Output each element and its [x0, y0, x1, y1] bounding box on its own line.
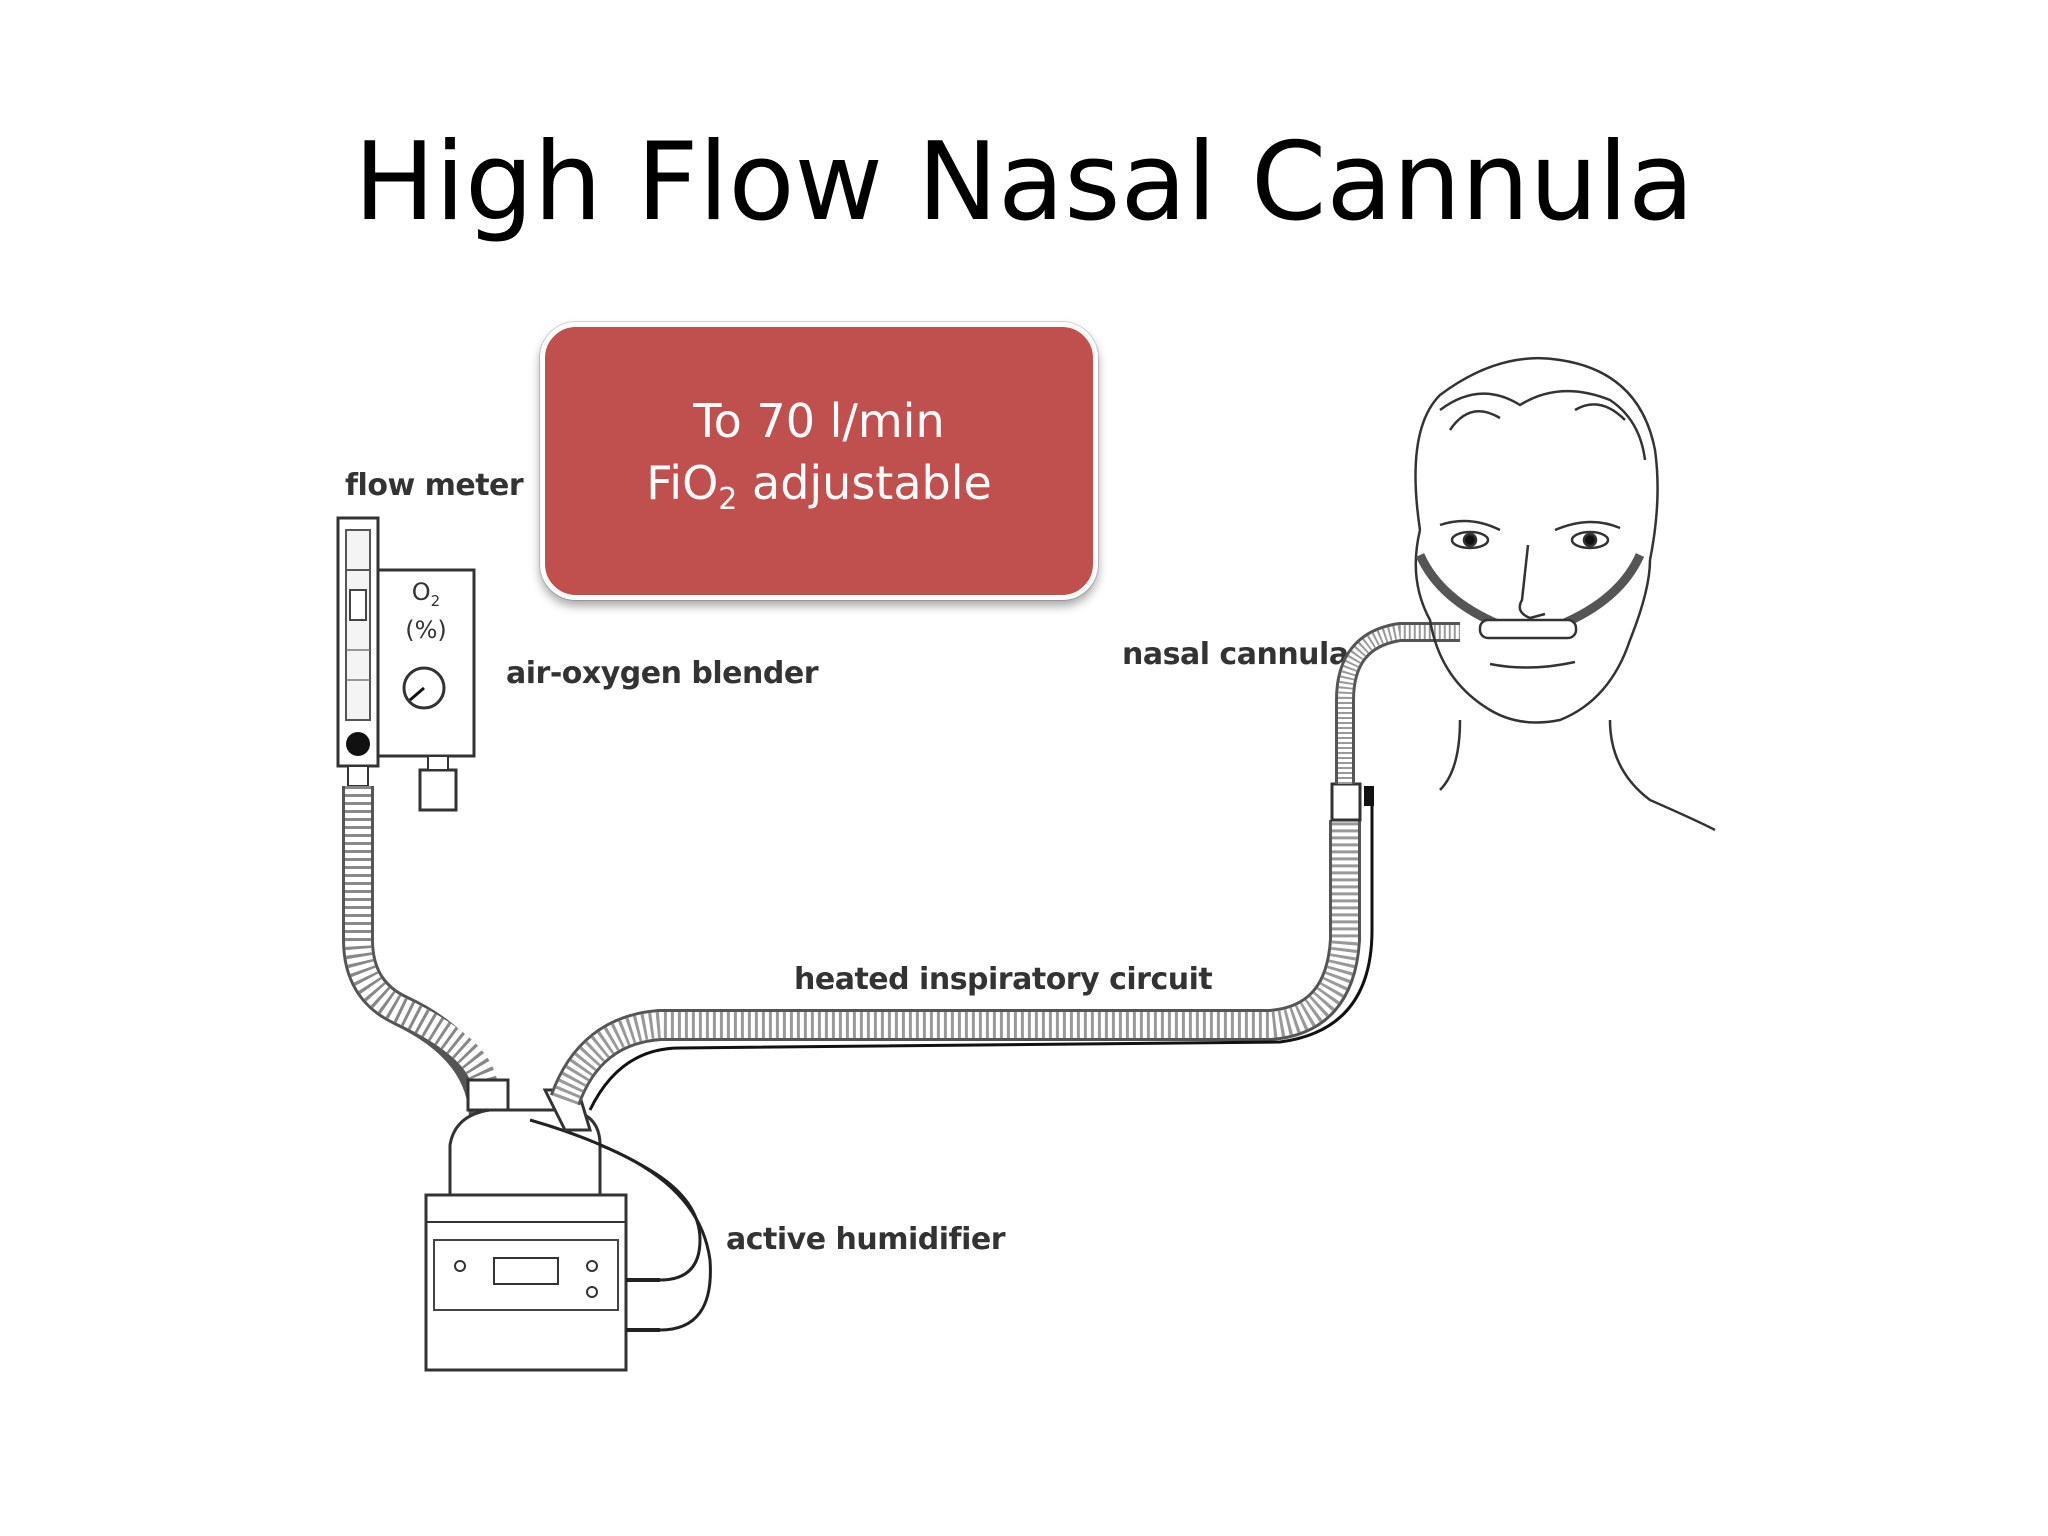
callout-fio2-prefix: FiO	[646, 456, 719, 511]
heater-wire	[588, 790, 1374, 1111]
blender-gas-label: O2	[412, 578, 440, 610]
callout-flow-rate: To 70 l/min	[693, 394, 945, 449]
cannula-strap-right	[1558, 553, 1645, 630]
patient-face-illustration	[1414, 356, 1716, 832]
flow-meter-device	[336, 516, 380, 787]
humidifier-display	[493, 1257, 559, 1285]
callout-fio2-line: FiO2 adjustable	[545, 452, 1093, 531]
heated-inspiratory-circuit	[549, 820, 1361, 1106]
callout-fio2-suffix: adjustable	[737, 456, 992, 511]
label-active-humidifier: active humidifier	[726, 1222, 1006, 1257]
slide-title: High Flow Nasal Cannula	[353, 120, 1695, 245]
label-heated-inspiratory-circuit: heated inspiratory circuit	[794, 962, 1213, 997]
flow-callout-box: To 70 l/min FiO2 adjustable	[540, 322, 1098, 600]
active-humidifier-device	[424, 1078, 712, 1372]
label-flow-meter: flow meter	[345, 468, 524, 503]
cannula-strap-left	[1415, 553, 1502, 630]
nasal-prongs	[1478, 618, 1578, 640]
air-oxygen-blender-device: O2 (%)	[376, 568, 476, 812]
callout-fio2-subscript: 2	[718, 482, 738, 518]
flow-meter-knob-icon	[346, 732, 370, 756]
blender-unit-label: (%)	[405, 616, 447, 644]
label-air-oxygen-blender: air-oxygen blender	[506, 656, 819, 691]
label-nasal-cannula: nasal cannula	[1122, 637, 1349, 672]
